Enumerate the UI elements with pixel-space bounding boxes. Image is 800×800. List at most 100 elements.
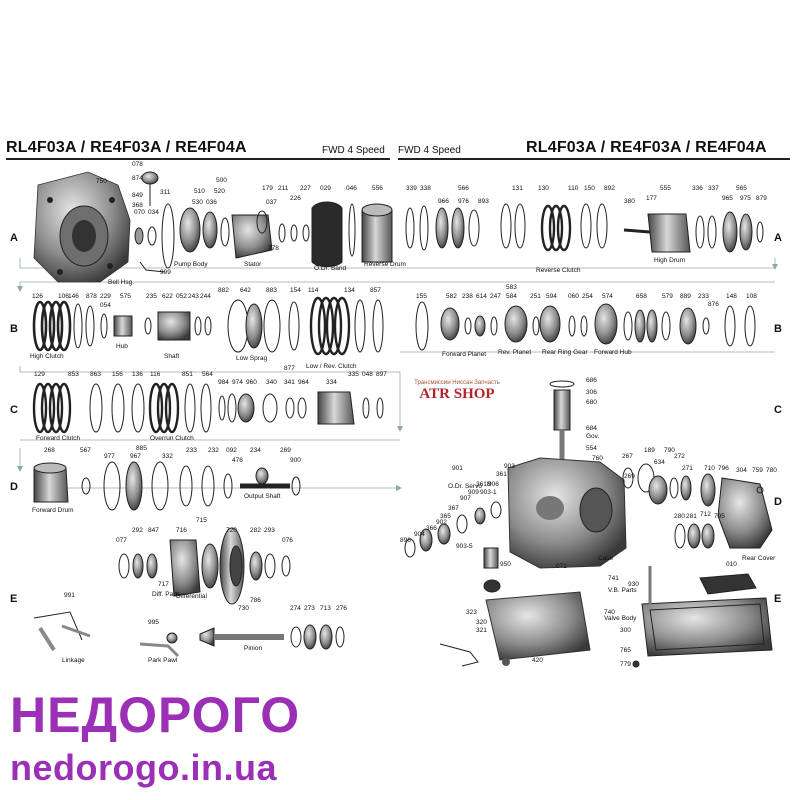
part-number-label: 510 xyxy=(194,188,205,195)
row-d-parts xyxy=(33,461,301,511)
part-number-label: 306 xyxy=(586,389,597,396)
component-caption-od-band: O.Dr. Band xyxy=(314,265,347,272)
part-number-label: 847 xyxy=(148,527,159,534)
part-number-label: 271 xyxy=(682,465,693,472)
part-number-label: 909 xyxy=(468,489,479,496)
part-number-label: 565 xyxy=(736,185,747,192)
part-number-label: 995 xyxy=(148,619,159,626)
part-number-label: 642 xyxy=(240,287,251,294)
component-caption-rear-ring-gear: Rear Ring Gear xyxy=(542,349,588,356)
left-subtitle: FWD 4 Speed xyxy=(322,145,385,156)
part-number-label: 332 xyxy=(162,453,173,460)
component-caption-reverse-clutch: Reverse Clutch xyxy=(536,267,581,274)
component-caption-forward-planet: Forward Planet xyxy=(442,351,486,358)
part-number-label: 883 xyxy=(266,287,277,294)
part-number-label: 991 xyxy=(64,592,75,599)
part-number-label: 243 xyxy=(188,293,199,300)
differential-assembly xyxy=(118,527,291,605)
component-caption-forward-drum: Forward Drum xyxy=(32,507,74,514)
part-number-label: 765 xyxy=(620,647,631,654)
part-number-label: 420 xyxy=(532,657,543,664)
pinion-assembly xyxy=(199,624,345,650)
row-c-parts xyxy=(32,382,384,434)
part-number-label: 154 xyxy=(290,287,301,294)
servo-parts xyxy=(404,501,502,593)
part-number-label: 974 xyxy=(232,379,243,386)
component-caption-vb-parts: V.B. Parts xyxy=(608,587,637,594)
part-number-label: 904 xyxy=(414,531,425,538)
part-number-label: 251 xyxy=(530,293,541,300)
part-number-label: 078 xyxy=(132,161,143,168)
low-rev-clutch-stack xyxy=(309,296,351,356)
part-number-label: 233 xyxy=(698,293,709,300)
part-number-label: 907 xyxy=(460,495,471,502)
part-number-label: 029 xyxy=(320,185,331,192)
part-number-label: 267 xyxy=(622,453,633,460)
part-number-label: 579 xyxy=(662,293,673,300)
part-number-label: 076 xyxy=(282,537,293,544)
part-number-label: 874 xyxy=(132,175,143,182)
part-number-label: 566 xyxy=(458,185,469,192)
part-number-label: 554 xyxy=(586,445,597,452)
part-number-label: 321 xyxy=(476,627,487,634)
part-number-label: 148 xyxy=(726,293,737,300)
watermark-line2: ATR SHOP xyxy=(419,386,495,402)
header-rule-left xyxy=(6,158,390,160)
row-label-e-right: E xyxy=(774,593,782,605)
part-number-label: 341 xyxy=(284,379,295,386)
valve-body xyxy=(439,591,591,667)
row-label-a-right: A xyxy=(774,232,782,244)
part-number-label: 555 xyxy=(660,185,671,192)
part-number-label: 337 xyxy=(708,185,719,192)
linkage-parts xyxy=(33,611,180,658)
part-number-label: 903-1 xyxy=(480,489,497,496)
part-number-label: 574 xyxy=(602,293,613,300)
part-number-label: 684 xyxy=(586,425,597,432)
row-label-d-left: D xyxy=(10,481,18,493)
atr-shop-watermark: Трансмиссии Ниссан Запчасть ATR SHOP xyxy=(412,380,502,403)
part-number-label: 778 xyxy=(268,245,279,252)
part-number-label: 906 xyxy=(488,481,499,488)
part-number-label: 254 xyxy=(582,293,593,300)
part-number-label: 680 xyxy=(586,399,597,406)
part-number-label: 893 xyxy=(478,198,489,205)
part-number-label: 712 xyxy=(700,511,711,518)
right-title: RL4F03A / RE4F03A / RE4F04A xyxy=(526,139,767,156)
row-label-b-right: B xyxy=(774,323,782,335)
part-number-label: 336 xyxy=(692,185,703,192)
part-number-label: 720 xyxy=(226,527,237,534)
part-number-label: 311 xyxy=(160,189,171,196)
flow-lines xyxy=(19,239,776,489)
part-number-label: 340 xyxy=(266,379,277,386)
part-number-label: 273 xyxy=(304,605,315,612)
part-number-label: 292 xyxy=(132,527,143,534)
part-number-label: 853 xyxy=(68,371,79,378)
part-number-label: 740 xyxy=(604,609,615,616)
component-caption-bell-hsg: Bell Hsg. xyxy=(108,279,134,286)
row-label-c-right: C xyxy=(774,404,782,416)
part-number-label: 741 xyxy=(608,575,619,582)
part-number-label: 730 xyxy=(238,605,249,612)
component-caption-forward-clutch: Forward Clutch xyxy=(36,435,80,442)
part-number-label: 658 xyxy=(636,293,647,300)
brand-url[interactable]: nedorogo.in.ua xyxy=(10,747,277,788)
part-number-label: 950 xyxy=(500,561,511,568)
component-caption-output-shaft: Output Shaft xyxy=(244,493,281,500)
component-caption-high-clutch: High Clutch xyxy=(30,353,64,360)
part-number-label: 556 xyxy=(372,185,383,192)
part-number-label: 614 xyxy=(476,293,487,300)
row-b-right-parts xyxy=(415,301,756,351)
row-label-a-left: A xyxy=(10,232,18,244)
part-number-label: 849 xyxy=(132,192,143,199)
part-number-label: 131 xyxy=(512,185,523,192)
part-number-label: 977 xyxy=(104,453,115,460)
part-number-label: 276 xyxy=(336,605,347,612)
part-number-label: 897 xyxy=(376,371,387,378)
part-number-label: 010 xyxy=(726,561,737,568)
part-number-label: 247 xyxy=(490,293,501,300)
forward-clutch-stack xyxy=(32,382,72,434)
overrun-clutch-stack xyxy=(148,382,180,434)
part-number-label: 790 xyxy=(664,447,675,454)
part-number-label: 244 xyxy=(200,293,211,300)
brand-name: НЕДОРОГО xyxy=(10,690,300,740)
